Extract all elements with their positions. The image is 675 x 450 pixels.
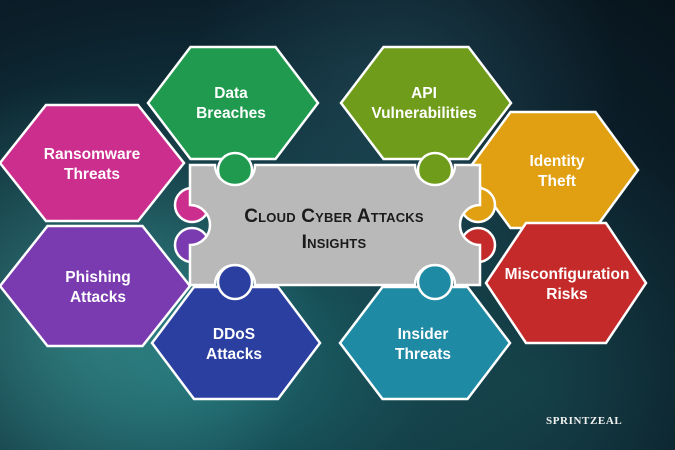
center-puzzle-piece <box>188 163 482 287</box>
hexagon-api-vulnerabilities <box>339 45 513 161</box>
center-title-line2: Insights <box>301 232 367 253</box>
hexagon-insider-threats <box>338 285 512 401</box>
hexagon-data-breaches <box>146 45 320 161</box>
hexagon-misconfiguration-risks <box>484 221 648 345</box>
hexagon-ddos-attacks <box>150 285 322 401</box>
center-title: Cloud Cyber Attacks Insights <box>244 204 424 256</box>
hexagon-ransomware-threats <box>0 103 186 223</box>
sprintzeal-logo: SPRINTZEAL <box>546 415 623 427</box>
center-title-line1: Cloud Cyber Attacks <box>244 206 424 227</box>
hexagon-identity-theft <box>466 110 640 230</box>
